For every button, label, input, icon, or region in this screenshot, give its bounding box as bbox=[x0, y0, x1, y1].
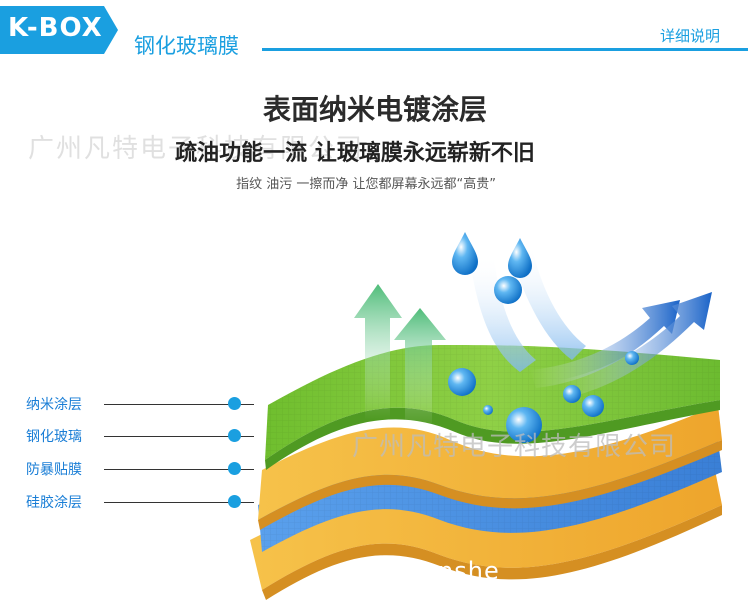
page-subtitle: 疏油功能一流 让玻璃膜永远崭新不旧 bbox=[175, 141, 535, 166]
layer-row-glass: 钢化玻璃 bbox=[26, 426, 254, 446]
header-bar: K-BOX 钢化玻璃膜 详细说明 bbox=[0, 0, 750, 68]
layer-label: 钢化玻璃 bbox=[26, 429, 82, 445]
green-arrow-icon bbox=[354, 284, 446, 430]
marker-dot-icon bbox=[228, 495, 241, 508]
blue-arrow-icon bbox=[530, 292, 712, 398]
watermark-middle: 广州凡特电子科技有限公司 bbox=[352, 432, 677, 462]
layer-label: 纳米涂层 bbox=[26, 397, 82, 413]
marker-dot-icon bbox=[228, 397, 241, 410]
leader-line bbox=[104, 404, 254, 405]
light-arrow-icon bbox=[470, 248, 586, 372]
detail-link[interactable]: 详细说明 bbox=[660, 27, 721, 45]
watermark-bottom: hichenshe bbox=[368, 557, 500, 585]
leader-line bbox=[104, 436, 254, 437]
watermark-top: 广州凡特电子科技有限公司 bbox=[28, 134, 365, 164]
marker-dot-icon bbox=[228, 462, 241, 475]
header-divider bbox=[262, 48, 748, 51]
layer-label: 硅胶涂层 bbox=[26, 495, 82, 511]
page-caption: 指纹 油污 一擦而净 让您都屏幕永远都“高贵” bbox=[236, 177, 496, 192]
brand-logo: K-BOX bbox=[8, 13, 103, 43]
page-title: 表面纳米电镀涂层 bbox=[262, 93, 487, 126]
marker-dot-icon bbox=[228, 429, 241, 442]
layer-row-film: 防暴贴膜 bbox=[26, 459, 254, 479]
product-title: 钢化玻璃膜 bbox=[134, 34, 239, 58]
layer-tempered-glass bbox=[258, 405, 722, 530]
leader-line bbox=[104, 502, 254, 503]
water-drop-icon bbox=[448, 232, 639, 443]
leader-line bbox=[104, 469, 254, 470]
brand-badge bbox=[0, 6, 118, 54]
layer-label: 防暴贴膜 bbox=[26, 462, 82, 478]
layer-row-nano: 纳米涂层 bbox=[26, 394, 254, 414]
layer-row-silicone: 硅胶涂层 bbox=[26, 492, 254, 512]
